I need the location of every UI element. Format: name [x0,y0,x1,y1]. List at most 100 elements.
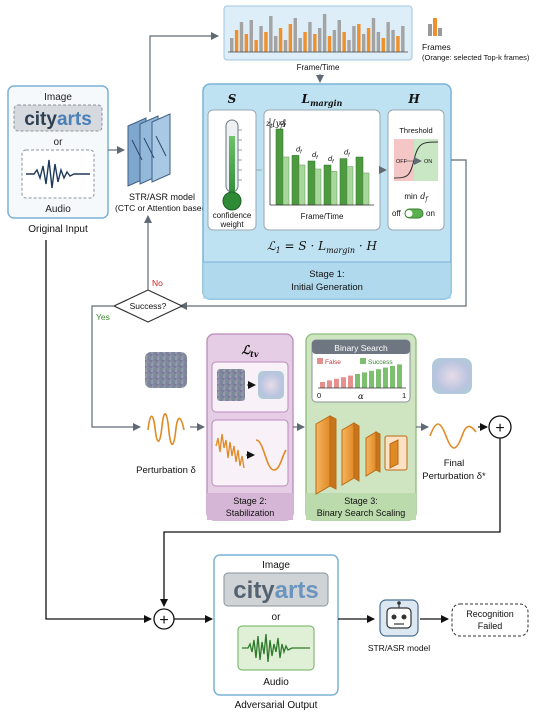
search-bar-success [383,367,388,388]
margin-bar-second [362,172,370,206]
d-label: df [312,150,318,161]
stage1-name: Initial Generation [291,282,363,293]
search-bar-success [390,366,395,388]
frame-bar [259,26,263,52]
thermo-label-2: weight [219,220,244,229]
final-perturbation: Final Perturbation δ* [422,358,486,482]
frame-bar-selected [366,28,371,52]
frame-bar [376,32,381,52]
axis-0: 0 [317,391,321,400]
search-bar-false [320,382,325,388]
arrow-original-to-bottom-plus [45,240,152,623]
false-label: False [325,359,341,366]
frame-bar-selected [303,32,307,52]
frame-bar [298,38,302,52]
stage3-name: Binary Search Scaling [317,508,406,518]
off-tag: OFF [396,159,408,165]
final-label-1: Final [444,458,465,469]
search-bar-false [341,377,346,388]
frame-bar-selected [313,34,317,52]
thermo-label-1: confidence [213,211,252,220]
z-label: zt[yf] [265,119,287,130]
search-bar-success [369,370,374,388]
model-subtitle: (CTC or Attention based) [115,203,209,213]
result-text-1: Recognition [466,609,514,619]
adv-logo: cityarts [233,577,318,604]
margin-bar-top [275,128,284,206]
frame-bar-selected [381,38,385,52]
margin-bar-second [330,171,338,206]
margin-bar-top [307,160,316,206]
margin-bar-second [298,164,306,206]
stage3-panel: Binary Search False Success 0 α 1 Stage … [305,333,417,521]
on-tag: ON [424,159,432,165]
frame-bar [230,38,234,52]
thermometer-fill [229,136,235,198]
original-waveform [26,159,90,189]
frame-bar [371,18,376,52]
frame-bar [362,34,366,52]
stage2-symbol: ℒtv [242,343,259,359]
svg-text:+: + [159,612,168,629]
final-blur-patch [432,358,472,394]
frame-bar [269,16,273,52]
frame-bar [322,14,327,52]
final-wave [429,423,477,449]
frame-bar [274,36,278,52]
result-text-2: Failed [478,621,503,631]
success-label: Success [368,359,393,366]
frame-bar [239,22,244,52]
margin-bar-second [282,156,290,206]
str-asr-model-top: STR/ASR model (CTC or Attention based) [115,113,209,213]
smooth-wave [255,439,287,471]
original-input-caption: Original Input [28,224,88,235]
frames-bars [230,14,405,52]
margin-bar-top [355,156,364,206]
perturbation-label: Perturbation δ [136,465,196,476]
s-symbol: S [228,92,237,106]
noise-patch [145,352,187,388]
decision-yes: Yes [96,312,110,322]
stage2-name: Stabilization [226,508,275,518]
binary-search-bars [320,364,402,388]
adv-or-label: or [272,612,282,623]
frame-bar-selected [327,36,332,52]
original-audio-label: Audio [45,204,71,215]
stage1-title: Stage 1: [309,269,344,280]
h-symbol: H [407,92,420,106]
threshold-title: Threshold [399,126,432,135]
arrow-final-to-bottom-plus [160,438,501,607]
frame-bar [347,40,351,52]
margin-bar-second [346,166,354,206]
stage3-title: Stage 3: [344,496,378,506]
perturb-wave [147,413,185,446]
binary-search-title: Binary Search [334,343,388,353]
frame-bar-selected [244,34,249,52]
frame-bar-selected [357,24,361,52]
adv-image-label: Image [262,560,290,571]
d-label: df [296,144,302,155]
l-margin-symbol: Lmargin [301,92,343,108]
search-bar-false [327,380,332,388]
margin-bar-top [339,158,348,206]
frame-bar [249,20,253,52]
d-label: df [328,154,334,165]
decision-text: Success? [130,301,167,311]
stage2-panel: ℒtv Stage 2: Stabilization [206,333,294,521]
frames-chart: Frame/Time [223,5,413,72]
d-label: df [344,148,350,159]
frame-bar-selected [288,24,293,52]
toggle-off-label: off [392,209,402,218]
plus-node-right: + [488,415,512,439]
original-input-panel: Image cityarts or Audio Original Input [7,85,109,235]
frame-bar-selected [264,32,268,52]
robot-icon [386,607,412,629]
stage2-title: Stage 2: [233,496,267,506]
frames-legend-note: (Orange: selected Top-k frames) [422,53,530,62]
frame-bar-selected [278,28,283,52]
